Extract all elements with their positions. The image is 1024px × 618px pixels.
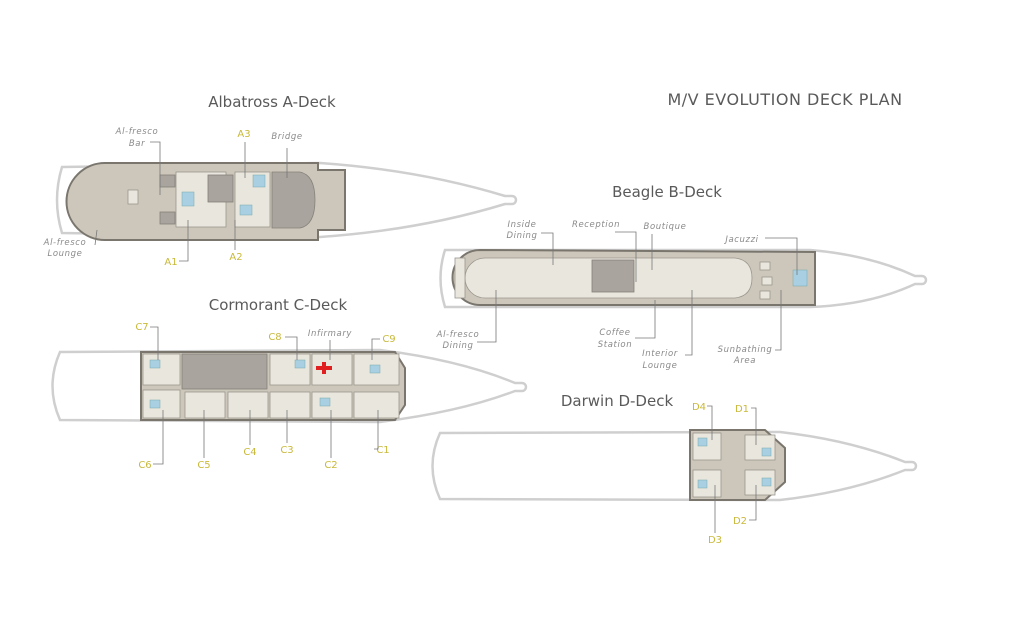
cabin-label-d3: D3 <box>708 535 722 546</box>
deck-title-c: Cormorant C-Deck <box>209 296 348 314</box>
bath <box>149 359 161 369</box>
label-alfresco-lounge: Al-fresco <box>43 238 87 248</box>
label-inside-dining: Dining <box>506 231 537 241</box>
sunbed <box>759 261 771 271</box>
infirmary-cross-icon <box>316 362 332 374</box>
cormorant-c-deck: Cormorant C-Deck C7 C8 Infirmary C9 C6 C… <box>51 296 528 471</box>
label-reception: Reception <box>572 220 620 230</box>
table <box>127 189 139 205</box>
cabin-c8 <box>269 353 311 386</box>
hull-d <box>431 430 918 502</box>
jacuzzi-pool <box>792 269 808 287</box>
cabin-label-c8: C8 <box>268 332 281 343</box>
bath <box>319 397 331 407</box>
cabin-c7 <box>142 353 181 386</box>
cabin-label-c2: C2 <box>324 460 337 471</box>
label-interior-lounge: Lounge <box>643 361 678 371</box>
deck-title-d: Darwin D-Deck <box>561 392 674 410</box>
cabin-label-c9: C9 <box>382 334 395 345</box>
engine-room <box>181 353 268 390</box>
bath <box>697 479 708 489</box>
cabin-label-c5: C5 <box>197 460 210 471</box>
cabin-label-d1: D1 <box>735 404 749 415</box>
cabin-label-a2: A2 <box>229 252 242 263</box>
albatross-a-deck: Albatross A-Deck Al-fresco Bar Bridge Al… <box>43 93 518 268</box>
label-interior-lounge: Interior <box>642 349 678 359</box>
cabin-label-c7: C7 <box>135 322 148 333</box>
label-jacuzzi: Jacuzzi <box>723 235 758 245</box>
label-coffee-station: Coffee <box>599 328 630 338</box>
cabin-label-c4: C4 <box>243 447 256 458</box>
bridge-area <box>271 171 316 229</box>
bath <box>149 399 161 409</box>
label-sunbathing-area: Area <box>733 356 756 366</box>
cabin-c2 <box>311 391 353 419</box>
bath <box>697 437 708 447</box>
label-inside-dining: Inside <box>508 220 537 230</box>
label-boutique: Boutique <box>644 222 687 232</box>
bath <box>369 364 381 374</box>
bar-counter <box>159 211 176 225</box>
label-alfresco-bar: Al-fresco <box>115 127 159 137</box>
cabin-label-c6: C6 <box>138 460 151 471</box>
cabin-c4 <box>227 391 269 419</box>
stern-platform <box>454 257 466 299</box>
bar-counter <box>159 174 176 188</box>
reception-office <box>591 259 635 293</box>
label-alfresco-dining: Al-fresco <box>436 330 480 340</box>
label-infirmary: Infirmary <box>308 329 353 339</box>
label-alfresco-dining: Dining <box>442 341 473 351</box>
bath <box>761 477 772 487</box>
bath <box>239 204 253 216</box>
cabin-label-d2: D2 <box>733 516 747 527</box>
cabin-d4 <box>692 432 722 461</box>
label-coffee-station: Station <box>598 340 632 350</box>
cabin-c3 <box>269 391 311 419</box>
deck-title-b: Beagle B-Deck <box>612 183 722 201</box>
label-bridge: Bridge <box>271 132 302 142</box>
deck-title-a: Albatross A-Deck <box>208 93 336 111</box>
darwin-d-deck: Darwin D-Deck D4 D1 D2 D3 <box>431 392 918 546</box>
cabin-c5 <box>184 391 226 419</box>
sunbed <box>759 290 771 300</box>
main-title: M/V EVOLUTION DECK PLAN <box>667 90 902 109</box>
sunbed <box>761 276 773 286</box>
stairwell <box>207 174 234 203</box>
label-alfresco-lounge: Lounge <box>48 249 83 259</box>
bath <box>181 191 195 207</box>
cabin-label-a3: A3 <box>237 129 250 140</box>
cabin-c6 <box>142 389 181 419</box>
bath <box>294 359 306 369</box>
cabin-label-a1: A1 <box>164 257 177 268</box>
beagle-b-deck: Beagle B-Deck Inside Dining Reception Bo… <box>436 183 928 371</box>
cabin-label-d4: D4 <box>692 402 706 413</box>
cabin-label-c1: C1 <box>376 445 389 456</box>
bath <box>252 174 266 188</box>
cabin-label-c3: C3 <box>280 445 293 456</box>
cabin-c1 <box>353 391 400 419</box>
bath <box>761 447 772 457</box>
label-alfresco-bar: Bar <box>129 139 145 149</box>
label-sunbathing-area: Sunbathing <box>718 345 773 355</box>
